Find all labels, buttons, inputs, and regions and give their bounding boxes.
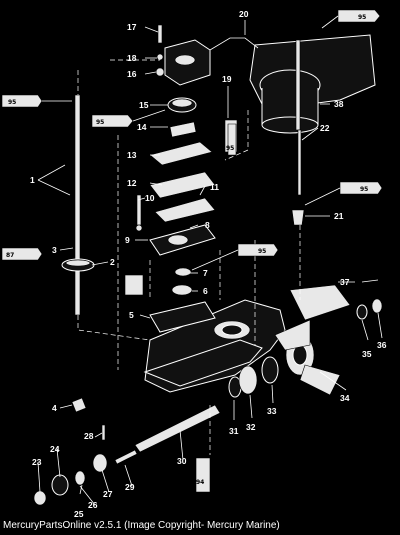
leader-lines (37, 20, 383, 506)
callout-31: 31 (229, 426, 239, 436)
callout-16: 16 (127, 69, 137, 79)
tube-label: 95 (8, 99, 16, 106)
gearcase-housing (143, 299, 286, 393)
callout-2: 2 (110, 257, 115, 267)
exploded-parts-diagram: 95 95 95 87 95 95 95 94 17 18 16 15 14 1… (1, 9, 387, 519)
callout-3: 3 (52, 245, 57, 255)
tube-label: 95 (258, 248, 266, 255)
callout-23: 23 (32, 457, 42, 467)
callout-14: 14 (137, 122, 147, 132)
part-callouts: 17 18 16 15 14 13 12 11 10 8 9 7 6 5 1 2… (30, 9, 387, 519)
callout-20: 20 (239, 9, 249, 19)
tube-label: 95 (226, 145, 234, 152)
tube-label: 95 (360, 186, 368, 193)
water-pump-stack (135, 24, 216, 256)
tube-label: 95 (96, 119, 104, 126)
lubricant-tube-4: 87 (1, 247, 43, 261)
lubricant-tube-2: 95 (1, 94, 72, 108)
callout-17: 17 (127, 22, 137, 32)
callout-1: 1 (30, 175, 35, 185)
water-tube (209, 37, 259, 51)
seal-carrier (124, 267, 216, 333)
callout-11: 11 (210, 182, 219, 192)
callout-24: 24 (50, 444, 60, 454)
callout-33: 33 (267, 406, 277, 416)
callout-7: 7 (203, 268, 208, 278)
callout-8: 8 (205, 220, 210, 230)
lubricant-tube-8: 94 (195, 457, 211, 493)
tube-label: 95 (358, 14, 366, 21)
lubricant-tube-1: 95 (321, 9, 381, 29)
callout-34: 34 (340, 393, 350, 403)
grease-fitting (291, 209, 305, 226)
callout-36: 36 (377, 340, 387, 350)
lubricant-tube-5: 95 (304, 181, 383, 206)
callout-30: 30 (177, 456, 187, 466)
callout-22: 22 (320, 123, 330, 133)
callout-10: 10 (145, 193, 155, 203)
callout-5: 5 (129, 310, 134, 320)
callout-15: 15 (139, 100, 149, 110)
callout-35: 35 (362, 349, 372, 359)
lubricant-tube-3: 95 (91, 109, 166, 128)
callout-32: 32 (246, 422, 256, 432)
callout-9: 9 (125, 235, 130, 245)
callout-38: 38 (334, 99, 344, 109)
tube-label: 94 (196, 479, 204, 486)
callout-19: 19 (222, 74, 232, 84)
alignment-lines (77, 59, 301, 455)
copyright-caption: MercuryPartsOnline v2.5.1 (Image Copyrig… (3, 520, 280, 531)
lubricant-tube-6: 95 (226, 123, 237, 156)
callout-25: 25 (74, 509, 84, 519)
callout-6: 6 (203, 286, 208, 296)
tube-label: 87 (6, 252, 14, 259)
callout-12: 12 (127, 178, 137, 188)
bearing-carrier-parts (33, 397, 138, 506)
callout-27: 27 (103, 489, 113, 499)
drive-shaft (61, 94, 95, 316)
callout-21: 21 (334, 211, 344, 221)
callout-13: 13 (127, 150, 137, 160)
callout-29: 29 (125, 482, 135, 492)
shift-shaft (297, 129, 302, 196)
lubricant-tube-7: 95 (191, 243, 279, 271)
callout-4: 4 (52, 403, 57, 413)
callout-18: 18 (127, 53, 137, 63)
callout-26: 26 (88, 500, 98, 510)
callout-37: 37 (340, 277, 350, 287)
callout-28: 28 (84, 431, 94, 441)
upper-housing (249, 34, 376, 134)
propeller-shaft-assembly (134, 279, 383, 453)
